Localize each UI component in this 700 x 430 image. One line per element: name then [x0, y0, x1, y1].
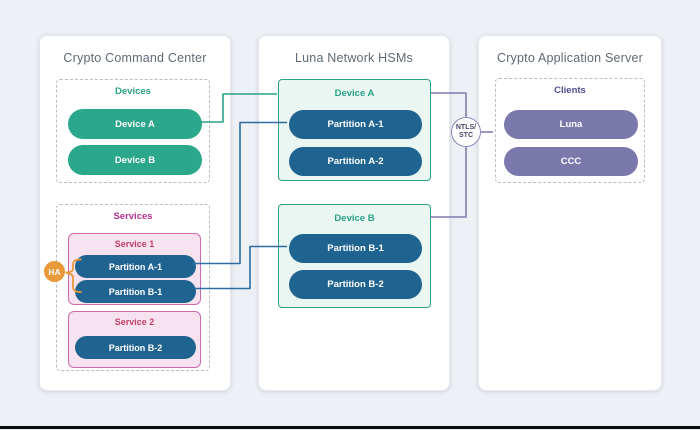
device-a-node: Device A: [68, 109, 202, 139]
service-1-partition-b1-node: Partition B-1: [75, 280, 196, 303]
service-1-partition-a1-node: Partition A-1: [75, 255, 196, 278]
hsm-device-a-label: Device A: [279, 88, 430, 99]
ntls-stc-node: NTLS/ STC: [451, 117, 481, 147]
crypto-command-center-panel: Crypto Command Center Devices Device A D…: [39, 35, 231, 391]
service-2-box: Service 2 Partition B-2: [68, 311, 201, 368]
panel-title-crypto-command-center: Crypto Command Center: [40, 51, 230, 65]
hsm-partition-a2-node: Partition A-2: [289, 147, 422, 176]
service-2-label: Service 2: [69, 317, 200, 327]
devices-group-label: Devices: [57, 86, 209, 97]
hsm-partition-a1-node: Partition A-1: [289, 110, 422, 139]
service-1-box: Service 1 Partition A-1 Partition B-1: [68, 233, 201, 305]
hsm-device-b-label: Device B: [279, 213, 430, 224]
services-group-box: Services Service 1 Partition A-1 Partiti…: [56, 204, 210, 371]
panel-title-crypto-application-server: Crypto Application Server: [479, 51, 661, 65]
clients-group-label: Clients: [496, 85, 644, 96]
hsm-device-a-box: Device A Partition A-1 Partition A-2: [278, 79, 431, 181]
client-luna-node: Luna: [504, 110, 638, 139]
devices-group-box: Devices Device A Device B: [56, 79, 210, 183]
client-ccc-node: CCC: [504, 147, 638, 176]
hsm-partition-b1-node: Partition B-1: [289, 234, 422, 263]
hsm-device-b-box: Device B Partition B-1 Partition B-2: [278, 204, 431, 308]
crypto-application-server-panel: Crypto Application Server Clients Luna C…: [478, 35, 662, 391]
service-2-partition-b2-node: Partition B-2: [75, 336, 196, 359]
hsm-partition-b2-node: Partition B-2: [289, 270, 422, 299]
ntls-stc-label-bottom: STC: [459, 132, 473, 141]
services-group-label: Services: [57, 211, 209, 222]
panel-title-luna-network-hsms: Luna Network HSMs: [259, 51, 449, 65]
luna-network-hsms-panel: Luna Network HSMs Device A Partition A-1…: [258, 35, 450, 391]
ha-badge: HA: [44, 261, 65, 282]
window-bottom-edge: [0, 426, 700, 429]
ntls-stc-label-top: NTLS/: [456, 124, 476, 133]
device-b-node: Device B: [68, 145, 202, 175]
service-1-label: Service 1: [69, 239, 200, 249]
clients-group-box: Clients Luna CCC: [495, 78, 645, 183]
